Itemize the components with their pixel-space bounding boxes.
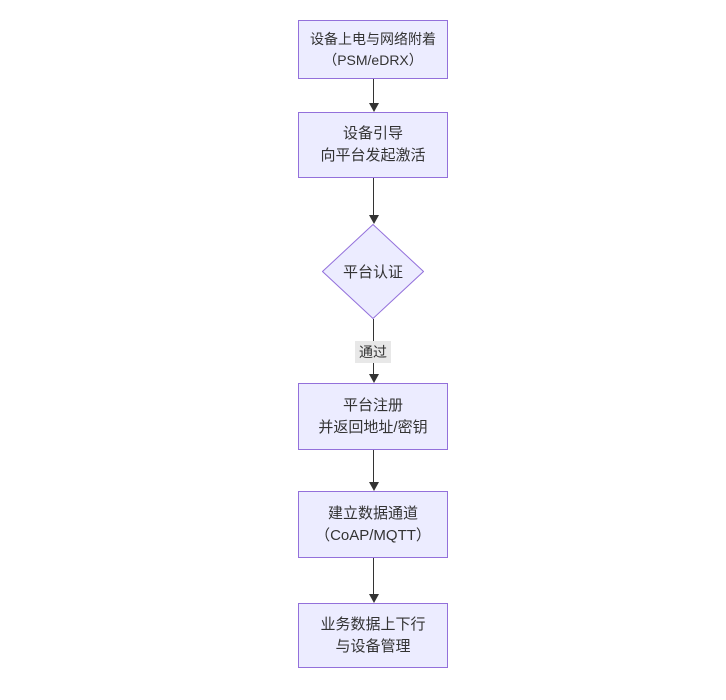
- node-text: 向平台发起激活: [320, 147, 426, 164]
- node-bootstrap: 设备引导 向平台发起激活: [298, 112, 448, 178]
- node-data-channel: 建立数据通道 （CoAP/MQTT）: [298, 491, 448, 558]
- arrow-shaft: [373, 178, 374, 217]
- node-text: 业务数据上下行: [320, 615, 426, 633]
- node-text: （PSM/eDRX）: [323, 51, 423, 68]
- node-business-data: 业务数据上下行 与设备管理: [298, 603, 448, 668]
- arrowhead-down-icon: [369, 482, 379, 491]
- node-text: （CoAP/MQTT）: [315, 526, 431, 544]
- arrow-channel-to-business: [368, 558, 379, 603]
- arrow-shaft: [373, 558, 374, 596]
- arrowhead-down-icon: [369, 594, 379, 603]
- node-text: 设备上电与网络附着: [310, 30, 436, 47]
- node-text: 平台注册: [342, 396, 403, 414]
- node-text: 与设备管理: [335, 637, 411, 655]
- arrow-register-to-channel: [368, 450, 379, 491]
- node-platform-register: 平台注册 并返回地址/密钥: [298, 383, 448, 450]
- node-platform-auth: 平台认证: [322, 224, 424, 319]
- node-text: 并返回地址/密钥: [318, 418, 428, 436]
- node-text: 平台认证: [342, 264, 403, 281]
- arrowhead-down-icon: [369, 215, 379, 224]
- arrow-shaft: [373, 450, 374, 484]
- node-text: 建立数据通道: [327, 504, 418, 522]
- arrowhead-down-icon: [369, 374, 379, 383]
- node-text: 设备引导: [342, 125, 403, 142]
- node-power-attach: 设备上电与网络附着 （PSM/eDRX）: [298, 20, 448, 79]
- arrow-shaft: [373, 79, 374, 105]
- arrowhead-down-icon: [369, 103, 379, 112]
- arrow-power-to-bootstrap: [368, 79, 379, 112]
- edge-label-pass: 通过: [355, 341, 391, 363]
- arrow-bootstrap-to-auth: [368, 178, 379, 224]
- diamond-shape-icon: [322, 224, 424, 319]
